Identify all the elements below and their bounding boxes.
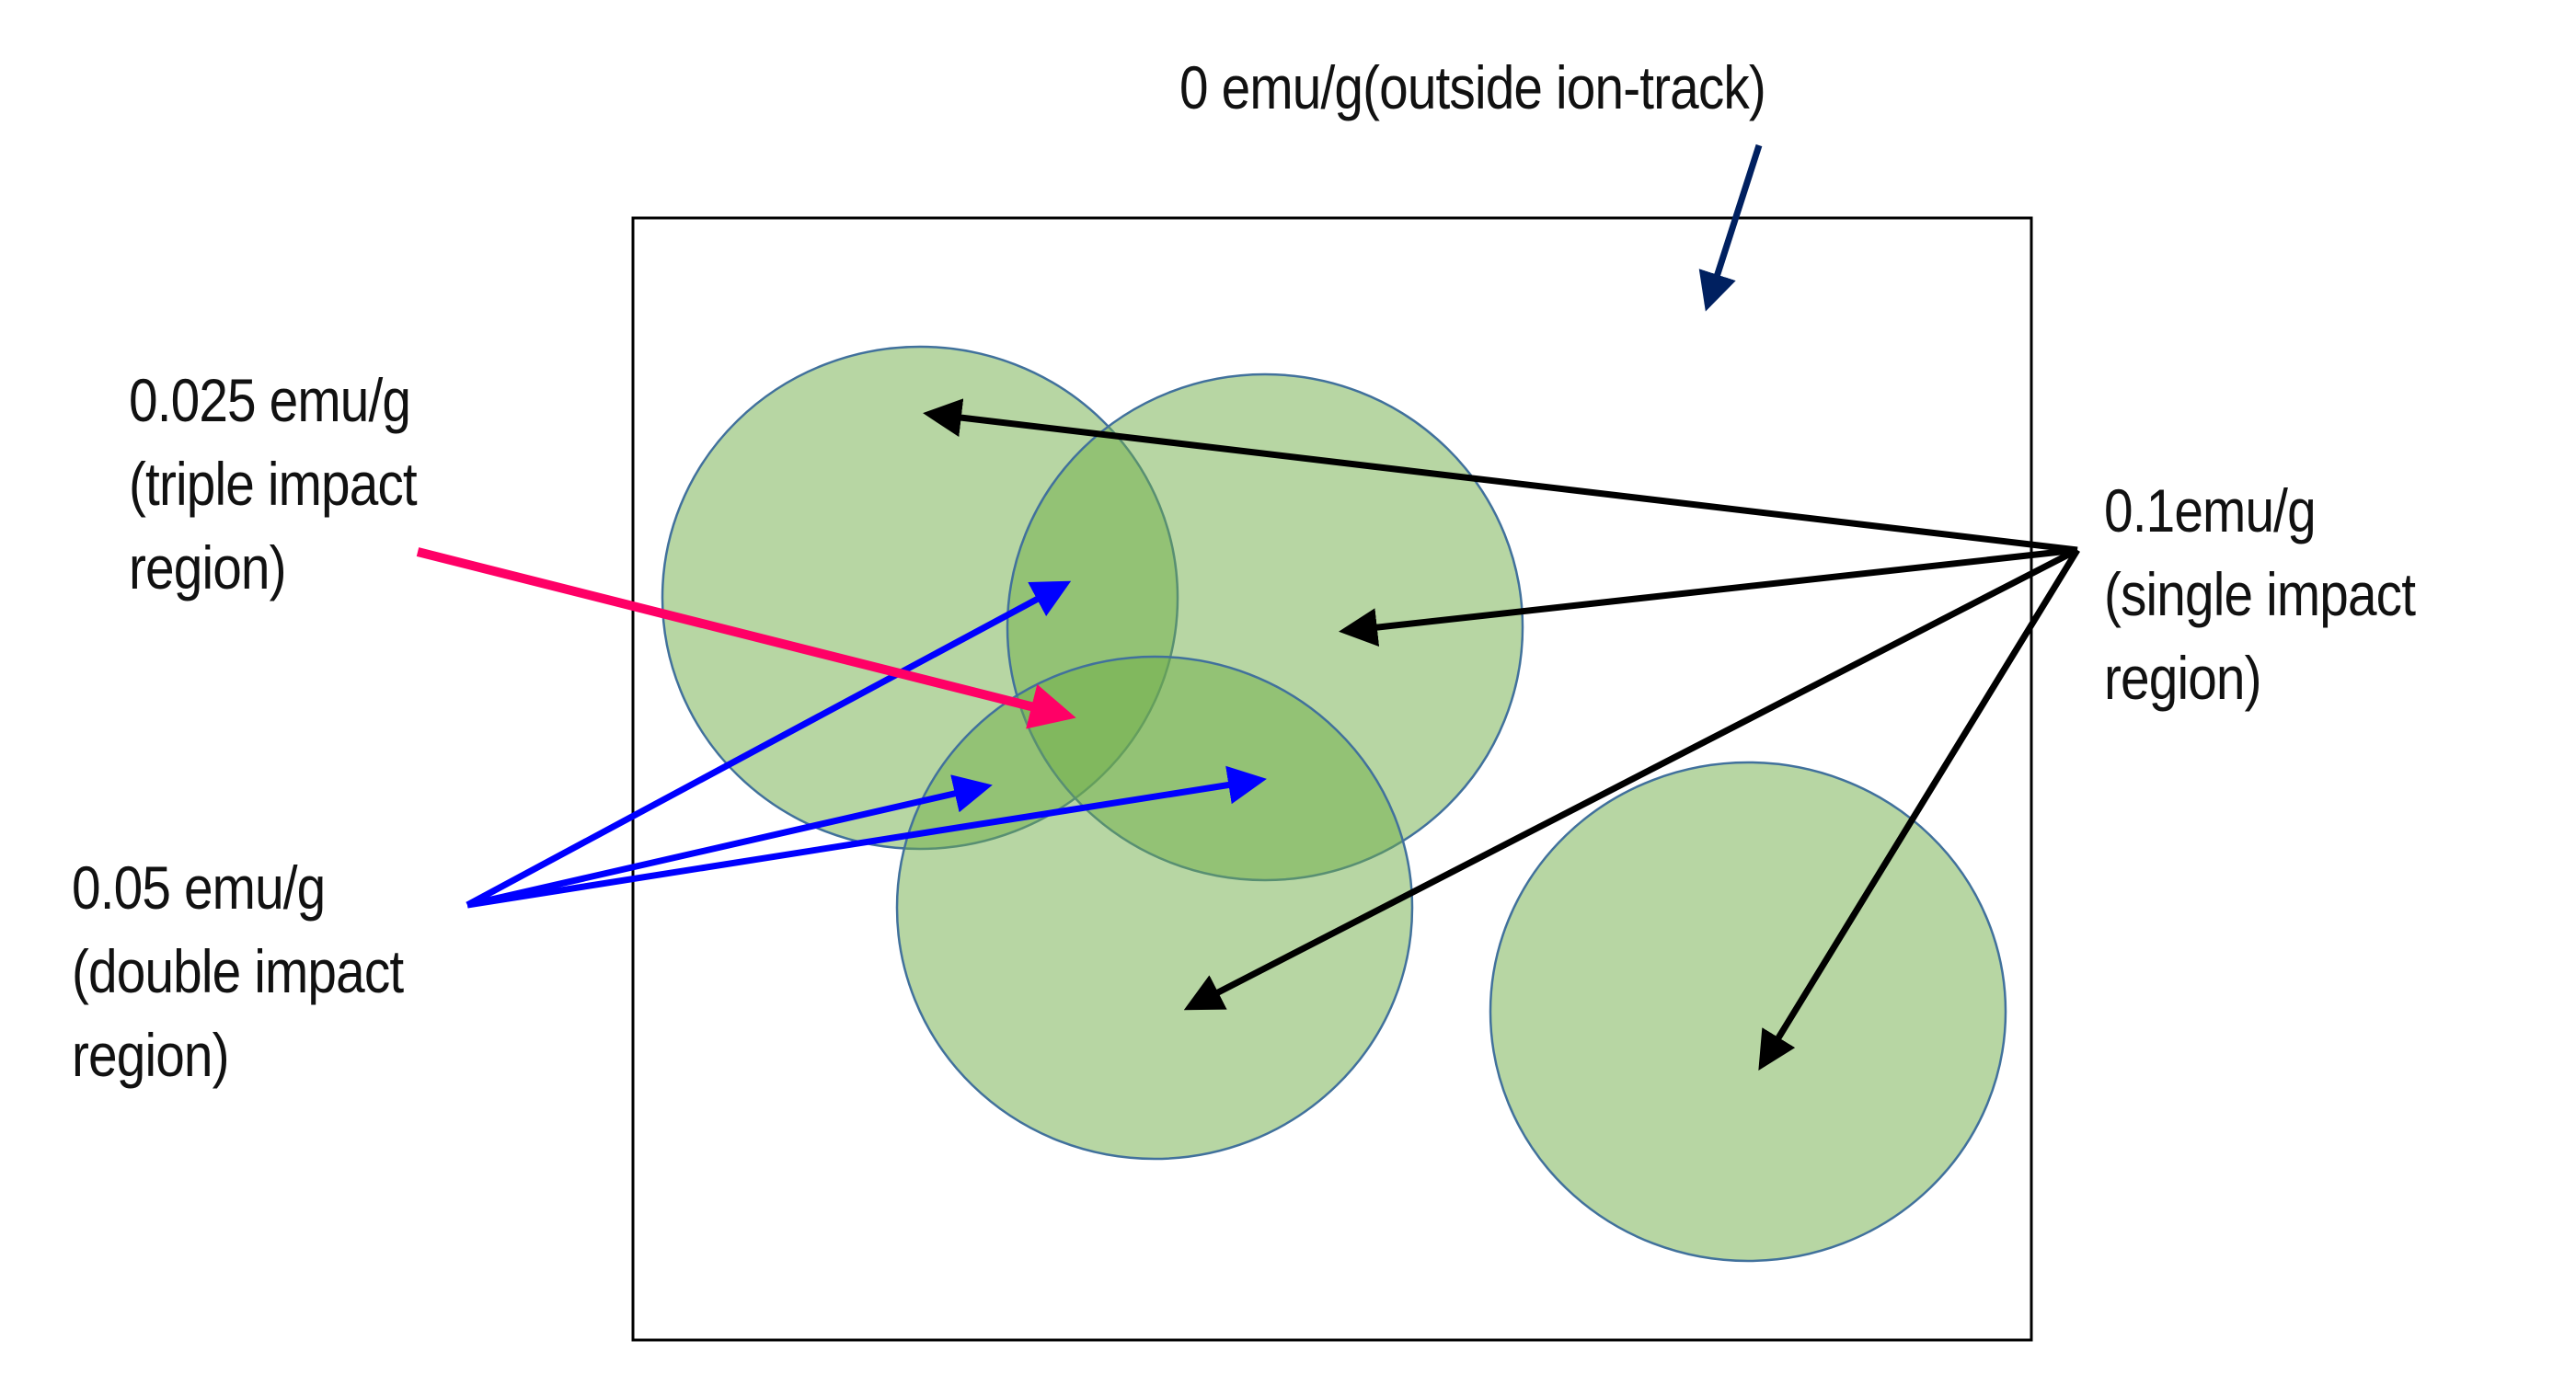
impact-circles <box>661 345 2007 1263</box>
triple-impact-desc-2: region) <box>129 533 287 601</box>
outside-arrow <box>1698 143 1763 312</box>
triple-impact-label: 0.025 emu/g (triple impact region) <box>129 359 418 610</box>
single-arrow-3 <box>1183 546 2079 1011</box>
impact-circle-3 <box>895 655 1414 1161</box>
single-arrow-2 <box>1339 546 2078 647</box>
triple-impact-arrow <box>416 547 1076 729</box>
single-impact-value: 0.1emu/g <box>2104 476 2317 544</box>
triple-impact-desc-1: (triple impact <box>129 450 418 518</box>
ion-track-sample-box <box>631 216 2033 1342</box>
double-arrow-1 <box>466 580 1072 909</box>
double-impact-value: 0.05 emu/g <box>72 853 326 922</box>
double-impact-arrows <box>466 580 1267 909</box>
single-impact-desc-1: (single impact <box>2104 560 2416 628</box>
single-impact-desc-2: region) <box>2104 644 2262 712</box>
triple-impact-value: 0.025 emu/g <box>129 366 411 434</box>
impact-circle-4 <box>1489 761 2007 1263</box>
double-arrow-2 <box>466 774 993 909</box>
double-impact-label: 0.05 emu/g (double impact region) <box>72 846 404 1097</box>
outside-label: 0 emu/g(outside ion-track) <box>1179 53 1766 121</box>
double-impact-desc-1: (double impact <box>72 937 404 1005</box>
single-impact-arrows <box>923 398 2080 1071</box>
single-impact-label: 0.1emu/g (single impact region) <box>2104 469 2416 720</box>
double-impact-desc-2: region) <box>72 1021 230 1089</box>
single-arrow-1 <box>923 398 2078 554</box>
double-arrow-3 <box>466 765 1267 909</box>
single-arrow-4 <box>1758 548 2080 1071</box>
